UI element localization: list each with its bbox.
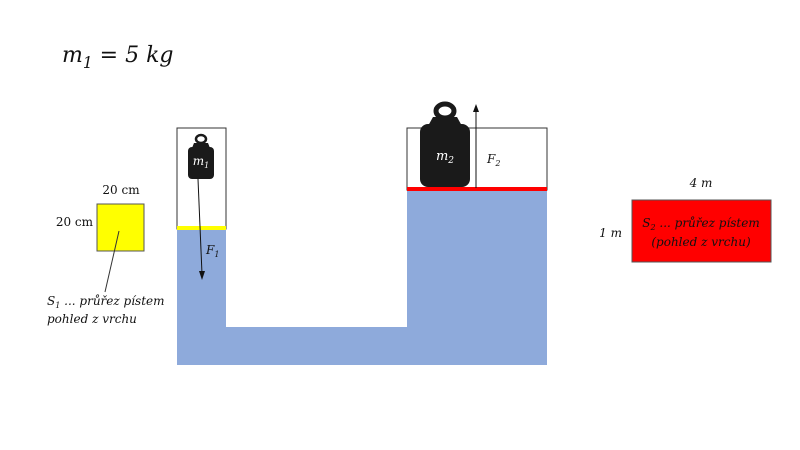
hydraulic-fluid xyxy=(177,191,547,365)
right-piston xyxy=(407,187,547,191)
s1-caption-line1: S1 ... průřez pístem xyxy=(47,293,165,310)
s1-top-dimension: 20 cm xyxy=(102,183,140,197)
s2-top-dimension: 4 m xyxy=(689,176,713,190)
s1-pointer-line xyxy=(104,230,120,293)
weight-m2-label: m2 xyxy=(436,149,454,166)
s2-caption-line1: S2 ... průřez pístem xyxy=(642,215,760,232)
s2-caption-line2: (pohled z vrchu) xyxy=(651,235,751,249)
s2-left-dimension: 1 m xyxy=(599,226,622,240)
force-f2-label: F2 xyxy=(486,152,500,168)
force-f2-arrow xyxy=(473,104,479,188)
s1-left-dimension: 20 cm xyxy=(56,215,94,229)
weight-m1-label: m1 xyxy=(193,154,209,170)
s1-caption-line2: pohled z vrchu xyxy=(47,312,137,326)
force-f1-label: F1 xyxy=(205,243,219,259)
s2-cross-section-rect xyxy=(631,199,772,263)
s1-cross-section-square xyxy=(96,203,145,252)
force-f1-arrow xyxy=(197,178,205,280)
weight-m1-icon: m1 xyxy=(188,133,214,179)
mass-title: m1 = 5 kg xyxy=(62,43,174,72)
left-piston xyxy=(177,226,226,230)
weight-m2-icon: m2 xyxy=(420,101,470,187)
